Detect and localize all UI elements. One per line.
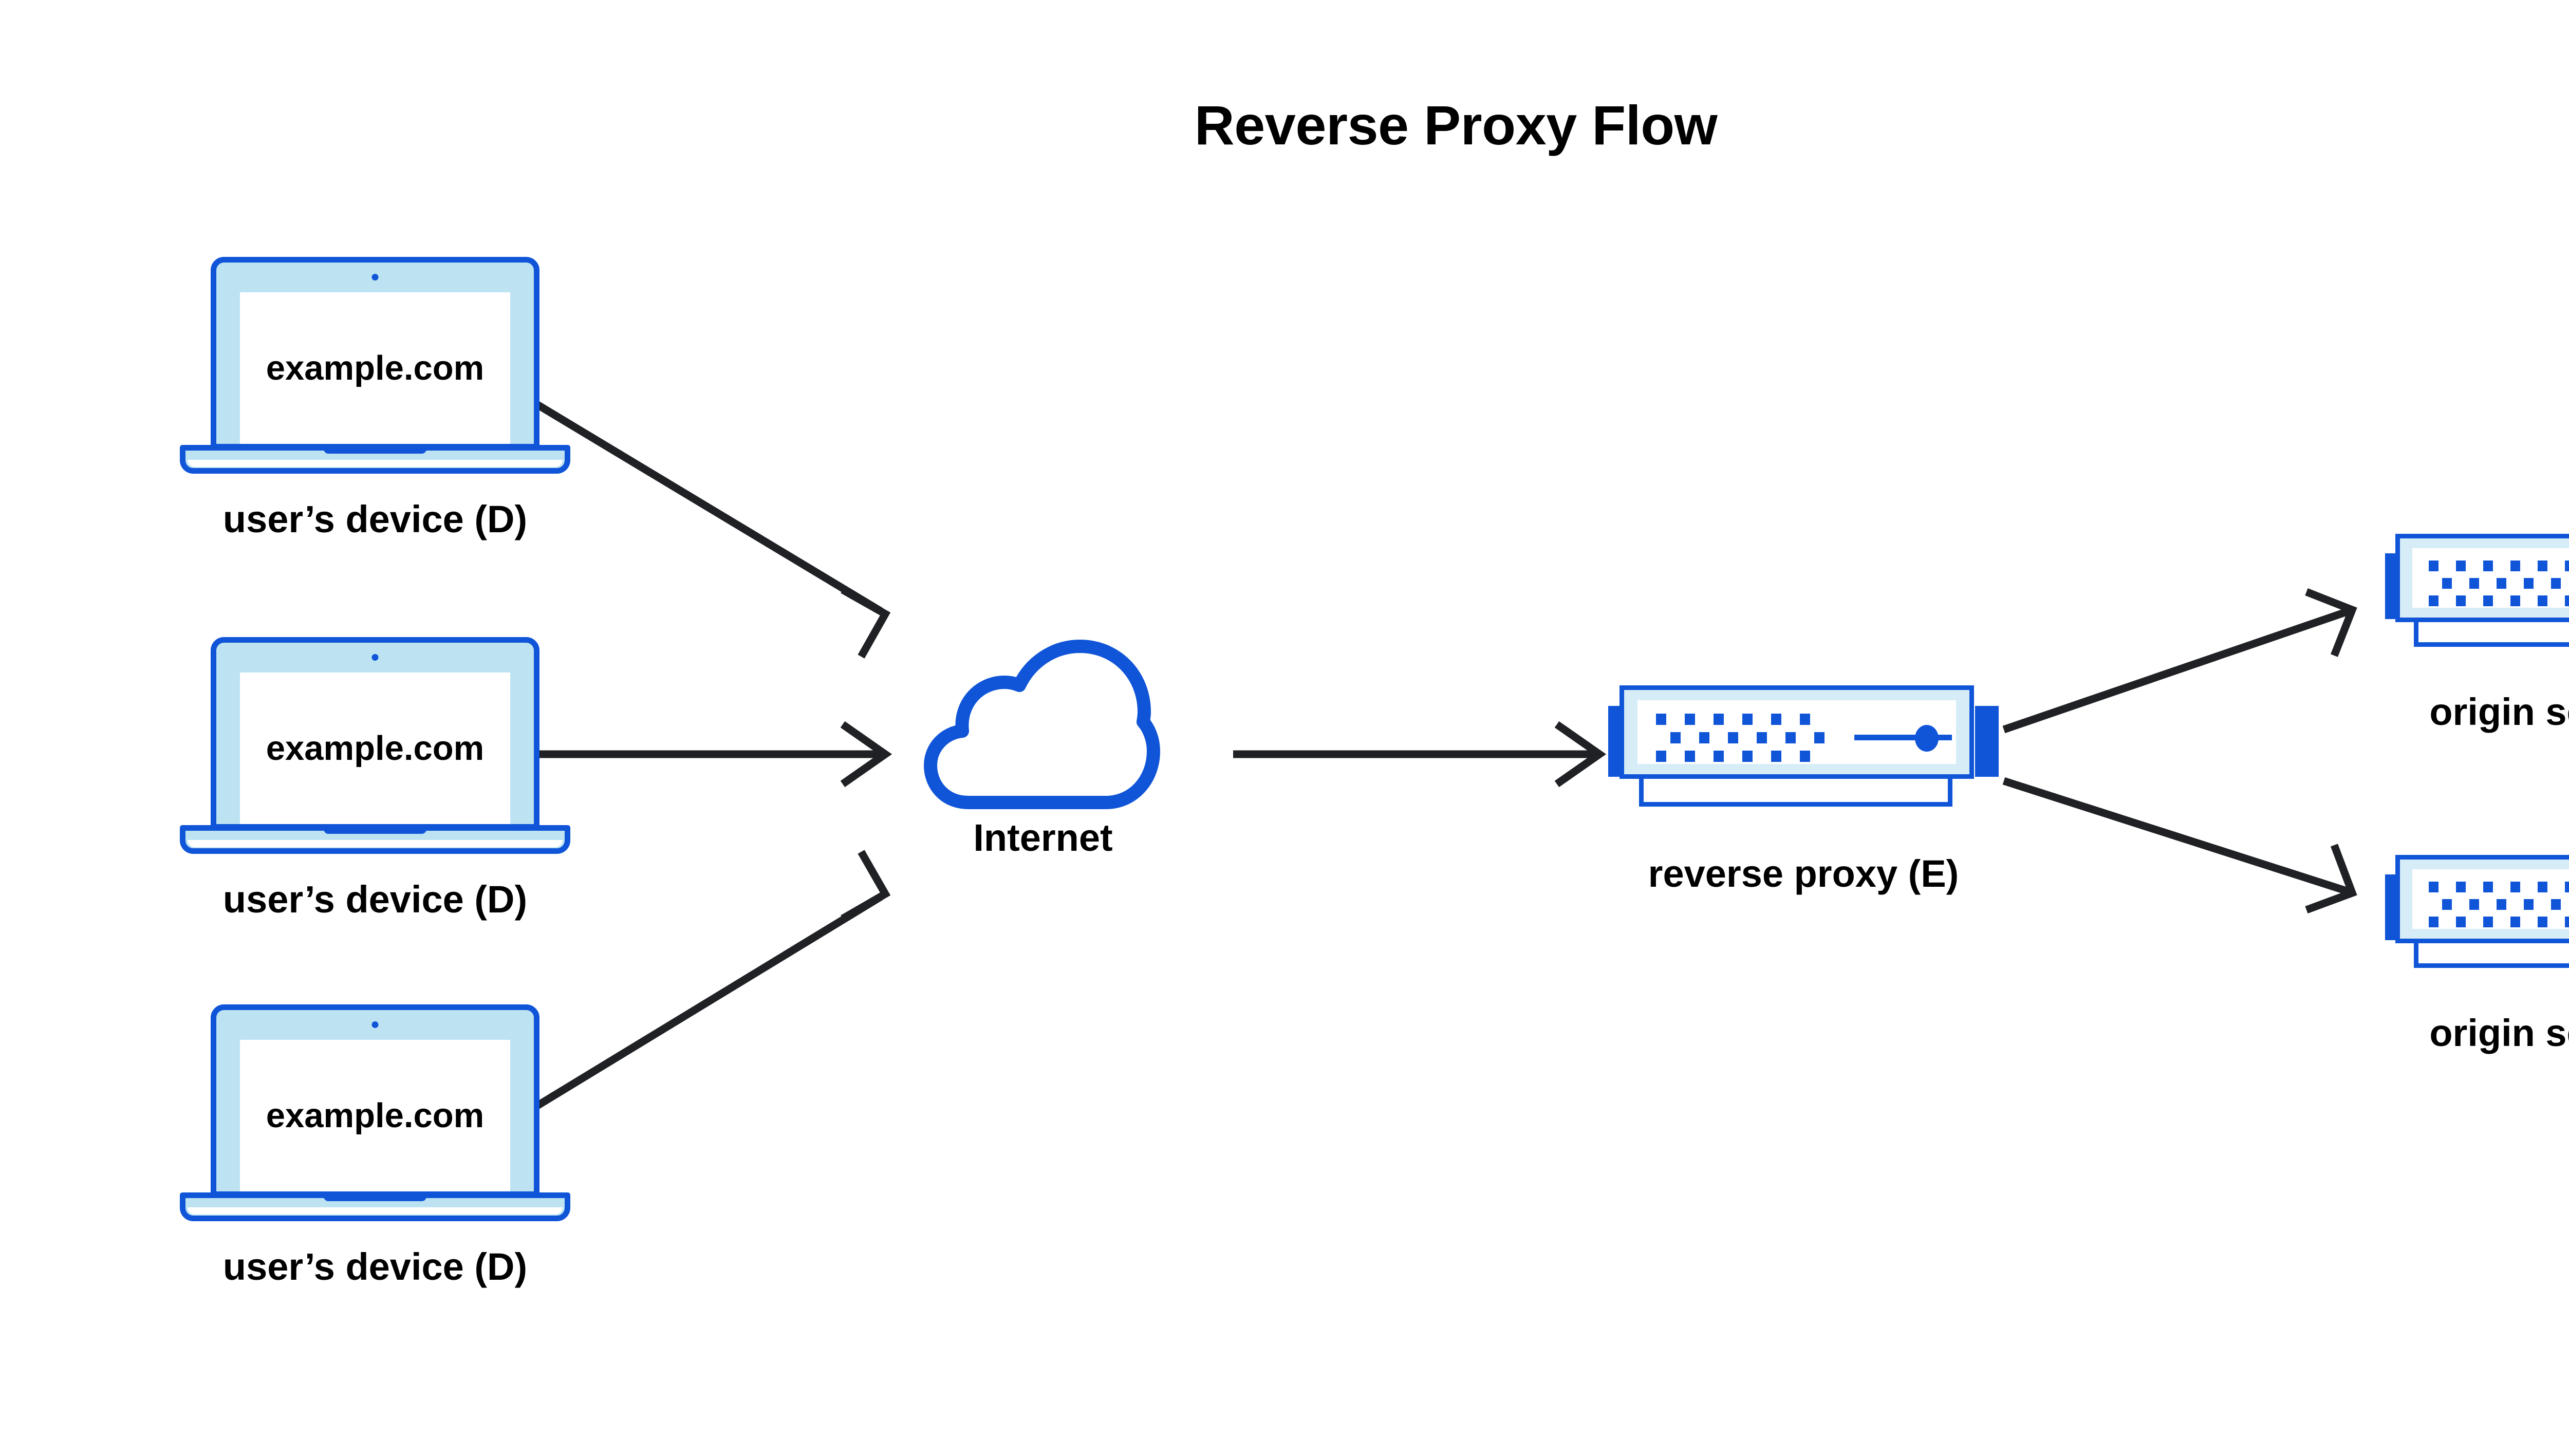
- node-device-middle[interactable]: example.com user’s device (D): [180, 637, 570, 920]
- device-middle-label: user’s device (D): [222, 878, 528, 921]
- laptop-lid: example.com: [211, 257, 539, 450]
- edge-reverse-proxy-to-origin-top: [2002, 588, 2357, 734]
- server-chassis: [1619, 685, 1974, 779]
- device-bottom-label: user’s device (D): [222, 1245, 528, 1288]
- server-right-tab: [1975, 706, 1999, 777]
- laptop-lid: example.com: [211, 1004, 539, 1197]
- server-status-dot: [1915, 725, 1939, 752]
- laptop-lid: example.com: [211, 637, 539, 830]
- laptop-icon: example.com: [180, 257, 570, 474]
- edge-reverse-proxy-to-origin-bottom: [2002, 777, 2357, 914]
- camera-icon: [371, 274, 379, 281]
- laptop-notch: [324, 445, 426, 454]
- node-origin-bottom[interactable]: origin server (F): [2379, 853, 2569, 1054]
- camera-icon: [371, 654, 379, 661]
- node-device-top[interactable]: example.com user’s device (D): [180, 257, 570, 540]
- server-chassis: [2395, 534, 2569, 622]
- screen-url-text: example.com: [266, 349, 485, 387]
- server-icon: [2379, 532, 2569, 686]
- node-origin-top[interactable]: origin server (F): [2379, 532, 2569, 733]
- internet-label: Internet: [973, 816, 1113, 859]
- server-icon: [1608, 683, 1999, 848]
- cloud-icon: [922, 637, 1164, 812]
- laptop-screen: example.com: [240, 673, 510, 824]
- camera-icon: [371, 1021, 379, 1028]
- server-status-line: [1854, 735, 1952, 740]
- laptop-icon: example.com: [180, 637, 570, 854]
- laptop-icon: example.com: [180, 1004, 570, 1221]
- node-device-bottom[interactable]: example.com user’s device (D): [180, 1004, 570, 1287]
- origin-bottom-label: origin server (F): [2429, 1012, 2569, 1054]
- server-face: [2412, 869, 2569, 929]
- origin-top-label: origin server (F): [2429, 690, 2569, 733]
- node-reverse-proxy[interactable]: reverse proxy (E): [1608, 683, 1999, 894]
- screen-url-text: example.com: [266, 729, 485, 768]
- page-title: Reverse Proxy Flow: [1194, 94, 1718, 156]
- laptop-screen: example.com: [240, 292, 510, 444]
- server-icon: [2379, 853, 2569, 1007]
- server-chassis: [2395, 855, 2569, 943]
- server-face: [2412, 548, 2569, 608]
- laptop-notch: [324, 1192, 426, 1201]
- node-internet[interactable]: Internet: [922, 637, 1164, 858]
- laptop-base-highlight: [188, 1207, 563, 1215]
- laptop-notch: [324, 825, 426, 834]
- laptop-base-highlight: [188, 840, 563, 847]
- server-face: [1637, 700, 1956, 764]
- laptop-base-highlight: [188, 460, 563, 467]
- edge-internet-to-reverse-proxy: [1233, 721, 1607, 788]
- screen-url-text: example.com: [266, 1096, 485, 1135]
- reverse-proxy-label: reverse proxy (E): [1648, 852, 1959, 895]
- device-top-label: user’s device (D): [222, 498, 528, 540]
- laptop-screen: example.com: [240, 1040, 510, 1191]
